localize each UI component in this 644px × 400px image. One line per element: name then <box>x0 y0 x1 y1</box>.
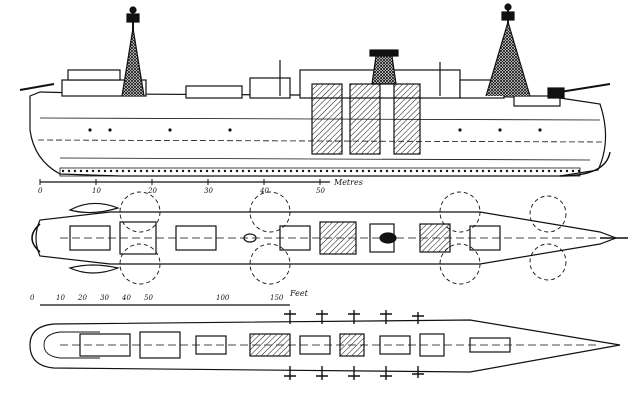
plan-scale-tick: 30 <box>100 294 109 302</box>
plan-scale-tick: 150 <box>270 294 284 302</box>
profile-scale-label: Metres <box>333 178 363 187</box>
profile-scale-tick: 10 <box>92 187 101 195</box>
anchor-fittings <box>284 310 424 380</box>
plan-scale-bar: Feet 0 10 20 30 40 50 100 150 <box>30 289 309 306</box>
aft-mast <box>121 6 145 97</box>
sponson-guns <box>119 191 567 285</box>
plan-scale-tick: 40 <box>121 294 131 302</box>
funnel <box>371 55 397 85</box>
lower-deck-outline <box>29 319 621 373</box>
profile-scale-tick: 0 <box>38 187 43 195</box>
profile-scale-tick: 30 <box>204 187 213 195</box>
hull-outline <box>29 91 607 177</box>
plan-scale-label: Feet <box>289 289 309 298</box>
profile-scale-tick: 20 <box>147 187 157 195</box>
plan-scale-tick: 50 <box>144 294 153 302</box>
upper-deck-plan <box>31 191 628 285</box>
plan-scale-tick: 10 <box>56 294 65 302</box>
profile-scale-bar: 0 10 20 30 40 50 Metres <box>38 178 363 195</box>
profile-scale-tick: 50 <box>316 187 325 195</box>
fore-mast <box>485 3 531 97</box>
profile-scale-tick: 40 <box>259 187 269 195</box>
side-profile <box>19 3 611 177</box>
plan-scale-tick: 20 <box>77 294 87 302</box>
plan-scale-tick: 0 <box>30 294 35 302</box>
lower-deck-plan <box>29 319 621 373</box>
plan-scale-tick: 100 <box>216 294 230 302</box>
